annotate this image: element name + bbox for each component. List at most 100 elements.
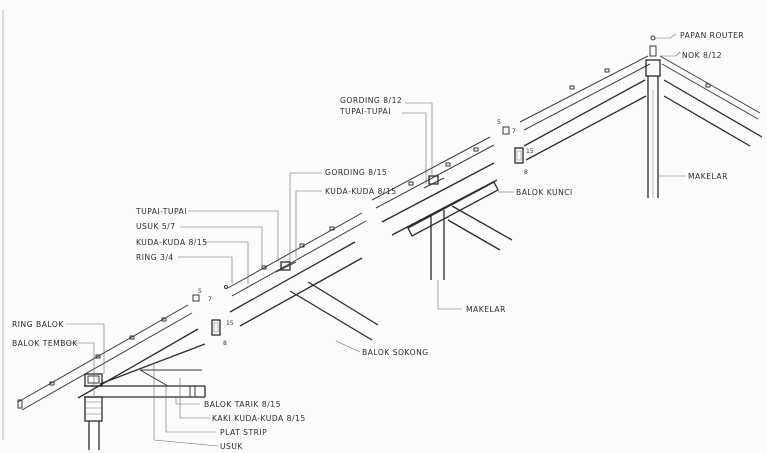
- dim-right-7: 7: [512, 128, 516, 135]
- roof-cover-line: [17, 304, 189, 403]
- tile: [445, 162, 451, 167]
- tile: [161, 317, 167, 322]
- tile: [49, 381, 55, 386]
- kuda-kuda-top: [381, 162, 495, 223]
- leader-makelar-mid: [437, 280, 462, 310]
- dim-right-5: 5: [497, 119, 501, 126]
- label-makelar-right: MAKELAR: [688, 172, 728, 181]
- label-papan-router: PAPAN ROUTER: [680, 31, 744, 40]
- gording-815: [280, 261, 291, 271]
- usuk-line: [21, 312, 193, 411]
- label-gording-815: GORDING 8/15: [325, 168, 387, 177]
- leader-balok-sokong: [335, 340, 361, 353]
- eave-segment: [17, 304, 206, 450]
- label-balok-sokong: BALOK SOKONG: [362, 348, 429, 357]
- label-gording-812: GORDING 8/12: [340, 96, 402, 105]
- leader-kaki-kuda-kuda: [179, 378, 210, 419]
- section-kuda-kuda: [211, 319, 221, 336]
- leader-papan-router: [654, 33, 677, 39]
- label-ring-balok: RING BALOK: [12, 320, 64, 329]
- label-kuda-kuda-left: KUDA-KUDA 8/15: [136, 238, 208, 247]
- label-balok-tarik: BALOK TARIK 8/15: [204, 400, 281, 409]
- dim-left-8: 8: [223, 340, 227, 347]
- usuk-line: [231, 220, 367, 297]
- label-tupai-right: TUPAI-TUPAI: [339, 107, 391, 116]
- leader-ring-balok: [66, 323, 105, 374]
- tupai-tupai: [275, 261, 297, 273]
- leader-usuk-bottom: [153, 439, 219, 447]
- leader-kuda-kuda-right: [295, 190, 322, 258]
- roof-cover-line: [371, 136, 491, 201]
- leader-gording-815: [289, 172, 322, 262]
- tile: [95, 354, 101, 359]
- dim-left-5: 5: [198, 288, 202, 295]
- usuk-right: [661, 63, 759, 120]
- kuda-kuda-left-top: [523, 79, 646, 147]
- dim-left-7: 7: [208, 296, 212, 303]
- roof-cover-line: [227, 212, 363, 289]
- eave-board: [17, 399, 23, 409]
- usuk-left: [523, 63, 651, 131]
- roof-cover-left: [519, 55, 649, 123]
- dim-left-15: 15: [226, 320, 234, 327]
- balok-tembok: [84, 396, 103, 422]
- balok-sokong-top: [289, 290, 373, 341]
- sokong-bottom: [447, 219, 501, 251]
- section-usuk: [502, 126, 510, 135]
- kuda-kuda-left-bottom: [525, 95, 647, 161]
- leader-kuda-kuda-left: [204, 241, 249, 284]
- leader-usuk: [180, 226, 263, 266]
- labels: PAPAN ROUTER NOK 8/12 MAKELAR GORDING 8/…: [12, 31, 744, 451]
- leader-balok-tarik: [175, 397, 200, 405]
- gording-812: [428, 175, 439, 185]
- sokong-top: [451, 205, 513, 241]
- balok-sokong-bottom: [307, 281, 379, 326]
- mid-right-segment: [371, 126, 524, 280]
- kaki-kuda-kuda-bottom: [99, 343, 206, 385]
- tile: [129, 335, 135, 340]
- label-balok-tembok: BALOK TEMBOK: [12, 339, 78, 348]
- section-inner: [516, 150, 522, 161]
- tile: [299, 243, 305, 248]
- dim-right-8: 8: [524, 169, 528, 176]
- label-kaki-kuda-kuda: KAKI KUDA-KUDA 8/15: [212, 414, 306, 423]
- kuda-kuda-bottom: [239, 257, 363, 327]
- label-balok-kunci: BALOK KUNCI: [516, 188, 573, 197]
- balok-kunci: [407, 181, 499, 237]
- tile: [604, 68, 610, 73]
- kuda-kuda-right-top: [663, 79, 763, 138]
- label-plat-strip: PLAT STRIP: [220, 428, 267, 437]
- label-tupai-left: TUPAI-TUPAI: [135, 207, 187, 216]
- section-kuda-kuda: [514, 147, 524, 164]
- leader-plat-strip: [165, 386, 216, 433]
- dim-right-15: 15: [526, 148, 534, 155]
- section-inner: [213, 322, 219, 333]
- tile: [569, 85, 575, 90]
- label-nok: NOK 8/12: [682, 51, 722, 60]
- label-ring: RING 3/4: [136, 253, 174, 262]
- papan-router: [649, 45, 657, 57]
- leader-lines: [66, 33, 686, 447]
- leader-balok-tembok: [66, 342, 95, 397]
- tile: [408, 181, 414, 186]
- mid-left-segment: [192, 212, 379, 341]
- leader-nok: [660, 51, 681, 57]
- label-makelar-mid: MAKELAR: [466, 305, 506, 314]
- ring-mark: [224, 285, 228, 289]
- ring-balok: [84, 373, 103, 387]
- leader-gording-812: [405, 102, 433, 176]
- tupai-tupai: [423, 177, 445, 189]
- ridge-segment: [519, 35, 763, 198]
- label-usuk: USUK 5/7: [136, 222, 176, 231]
- label-kuda-kuda-right: KUDA-KUDA 8/15: [325, 187, 397, 196]
- section-usuk: [192, 294, 200, 302]
- label-usuk-bottom: USUK: [220, 442, 243, 451]
- ring-balok-inner: [87, 375, 100, 384]
- dimensions: 5 7 15 8 5 7 15 8: [198, 119, 534, 347]
- leader-ring: [178, 256, 233, 284]
- nok: [645, 59, 661, 77]
- kuda-kuda-top: [229, 241, 356, 313]
- tile: [261, 265, 267, 270]
- tile: [705, 83, 711, 88]
